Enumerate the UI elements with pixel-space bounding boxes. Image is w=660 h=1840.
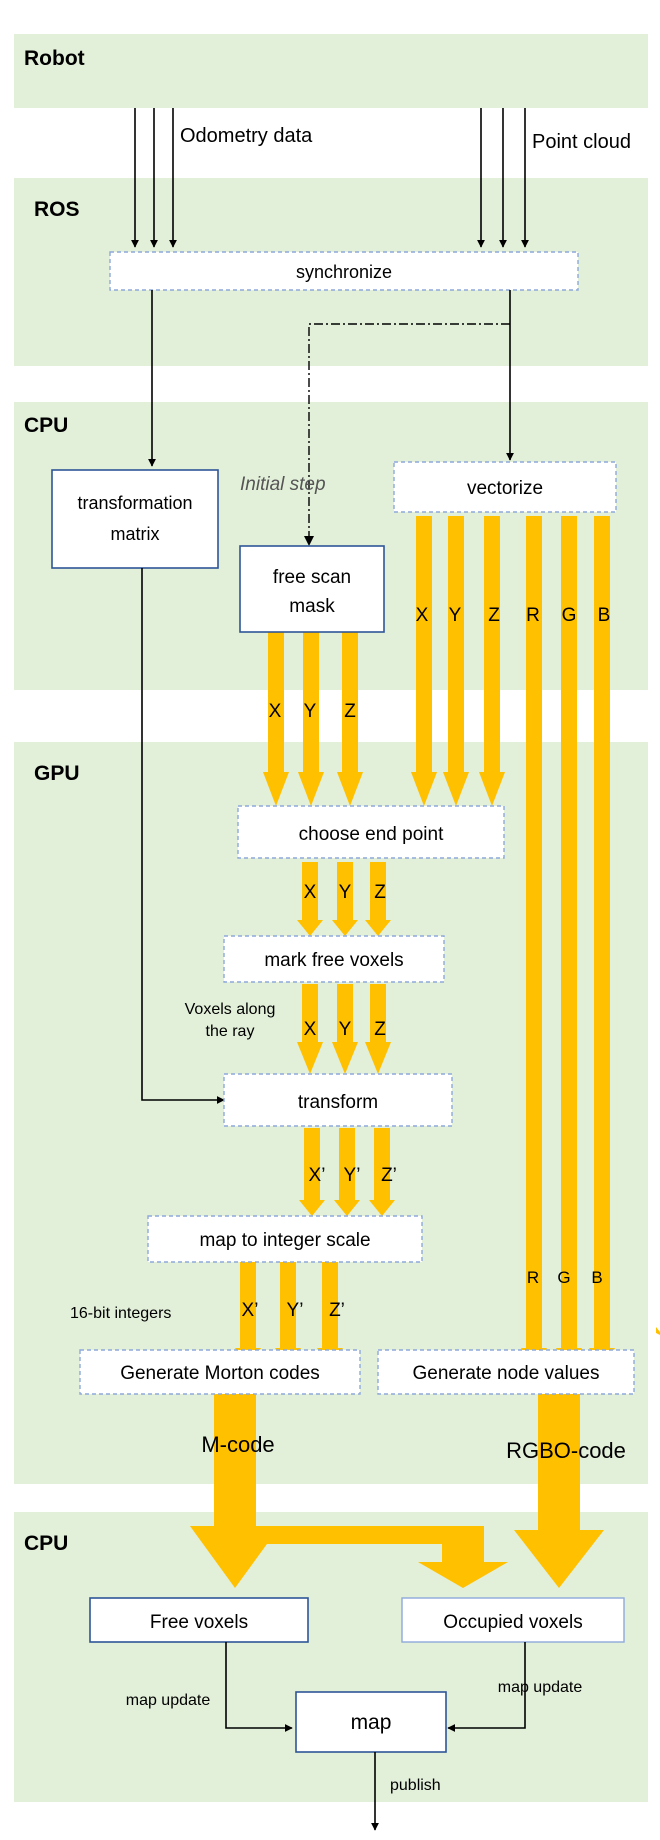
- synchronize-label: synchronize: [296, 262, 392, 282]
- transformed-channel-y: Y’: [344, 1165, 361, 1186]
- ray-channel-z: Z: [374, 1019, 386, 1040]
- band-label-ros: ROS: [34, 198, 80, 221]
- odometry-arrows: [131, 108, 177, 248]
- channel-y: Y: [449, 605, 462, 626]
- map-update-left-label: map update: [126, 1692, 211, 1709]
- choose-end-point-label: choose end point: [299, 824, 444, 845]
- free-scan-mask-label-1: free scan: [273, 567, 351, 588]
- occupied-voxels-label: Occupied voxels: [443, 1612, 582, 1633]
- sixteen-bit-label: 16-bit integers: [70, 1305, 171, 1322]
- ray-channel-y: Y: [339, 1019, 352, 1040]
- transformation-matrix-label-2: matrix: [111, 524, 160, 544]
- voxels-along-label-2: the ray: [206, 1023, 255, 1040]
- initial-step-path: [308, 323, 510, 540]
- transform-label: transform: [298, 1092, 378, 1113]
- vectorize-node: [393, 461, 617, 513]
- integer-channel-x: X’: [242, 1300, 259, 1321]
- end-channel-y: Y: [339, 882, 352, 903]
- free-to-map-arrow: [225, 1642, 293, 1732]
- band-label-gpu: GPU: [34, 762, 80, 785]
- mark-free-voxels-node: [223, 935, 445, 983]
- map-update-right-label: map update: [498, 1679, 583, 1696]
- publish-label: publish: [390, 1777, 441, 1794]
- map-to-integer-scale-node: [147, 1215, 423, 1263]
- initial-step-label: Initial step: [240, 474, 326, 495]
- matrix-to-transform-arrow: [141, 568, 225, 1104]
- channel-r: R: [526, 605, 540, 626]
- channel-x: X: [416, 605, 429, 626]
- mask-channel-x: X: [269, 701, 282, 722]
- generate-morton-codes-node: [79, 1349, 361, 1395]
- ray-channel-x: X: [304, 1019, 317, 1040]
- initial-step-arrowhead: [304, 536, 314, 546]
- channel-z: Z: [488, 605, 500, 626]
- integer-channel-y: Y’: [287, 1300, 304, 1321]
- rgb-channel-r: R: [527, 1268, 539, 1287]
- band-label-robot: Robot: [24, 47, 85, 70]
- integer-channel-z: Z’: [329, 1300, 345, 1321]
- odometry-label: Odometry data: [180, 125, 313, 147]
- transformation-matrix-label-1: transformation: [77, 493, 192, 513]
- synchronize-node: [109, 251, 579, 291]
- transformed-channel-x: X’: [309, 1165, 326, 1186]
- free-scan-mask-label-2: mask: [289, 596, 335, 617]
- free-scan-mask-node: [239, 545, 385, 633]
- channel-g: G: [562, 605, 577, 626]
- free-voxels-node: [89, 1597, 309, 1643]
- point-cloud-label: Point cloud: [532, 131, 631, 153]
- point-cloud-arrows: [477, 108, 529, 248]
- map-to-integer-scale-label: map to integer scale: [199, 1230, 370, 1251]
- voxels-along-label-1: Voxels along: [185, 1001, 276, 1018]
- stray-flow-mark: [656, 1327, 660, 1335]
- generate-morton-codes-label: Generate Morton codes: [120, 1363, 320, 1384]
- vectorize-label: vectorize: [467, 478, 543, 499]
- transformed-channel-z: Z’: [381, 1165, 397, 1186]
- rgb-channel-b: B: [591, 1268, 602, 1287]
- generate-node-values-node: [377, 1349, 635, 1395]
- transform-node: [223, 1073, 453, 1127]
- occupied-to-map-arrow: [447, 1642, 526, 1732]
- robot-band: [14, 34, 648, 108]
- occupied-voxels-node: [401, 1597, 625, 1643]
- mask-channel-z: Z: [344, 701, 356, 722]
- rgbo-code-label: RGBO-code: [506, 1438, 626, 1463]
- end-channel-x: X: [304, 882, 317, 903]
- mask-channel-y: Y: [304, 701, 317, 722]
- mark-free-voxels-label: mark free voxels: [264, 950, 403, 971]
- generate-node-values-label: Generate node values: [413, 1363, 600, 1384]
- m-code-label: M-code: [201, 1432, 274, 1457]
- transformation-matrix-node: [51, 469, 219, 569]
- free-voxels-label: Free voxels: [150, 1612, 248, 1633]
- flow-bars: [190, 516, 615, 1588]
- band-label-cpu-top: CPU: [24, 414, 68, 437]
- map-node: [295, 1691, 447, 1753]
- channel-b: B: [598, 605, 611, 626]
- map-label: map: [351, 1711, 392, 1734]
- rgb-channel-g: G: [557, 1268, 570, 1287]
- choose-end-point-node: [237, 805, 505, 859]
- band-label-cpu-bottom: CPU: [24, 1532, 68, 1555]
- end-channel-z: Z: [374, 882, 386, 903]
